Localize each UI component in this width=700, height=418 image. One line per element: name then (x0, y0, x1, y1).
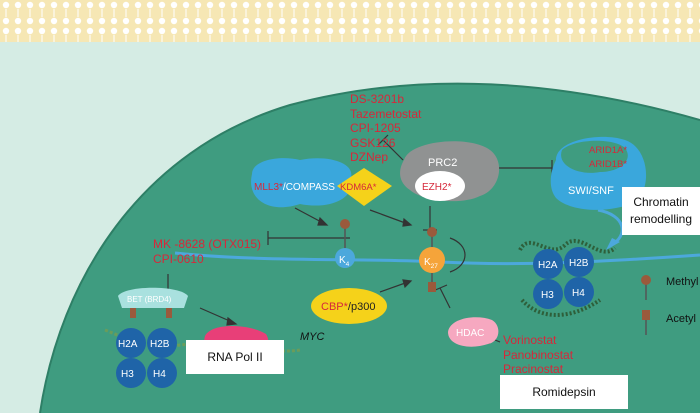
legend-acetyl-icon (642, 310, 650, 320)
drug-item: Panobinostat (503, 347, 574, 362)
bet-acetyl-mark-1 (130, 308, 136, 318)
mll3-compass-complex (251, 158, 352, 208)
arid-subunits (561, 140, 628, 173)
svg-text:H3: H3 (541, 290, 554, 301)
k4-label: K4 (339, 255, 350, 268)
kdm6a-label: KDM6A* (340, 182, 377, 193)
hdac-complex (448, 317, 499, 347)
nuclear-envelope (39, 82, 700, 414)
cbp-p300-label: CBP*/p300 (321, 301, 375, 313)
drug-item: DZNep (350, 150, 389, 165)
svg-text:H2B: H2B (569, 258, 589, 269)
k4-residue (335, 248, 355, 268)
bet-acetyl-mark-2 (166, 308, 172, 318)
bet-brd4-label: BET (BRD4) (127, 295, 172, 304)
arid1a-label: ARID1A* (589, 145, 627, 156)
swi-snf-label: SWI/SNF (568, 185, 614, 197)
k27-methyl-mark (427, 227, 437, 237)
svg-text:H4: H4 (153, 369, 166, 380)
drug-item: DS-3201b (350, 92, 405, 106)
activation-arrows (199, 207, 413, 326)
chromatin-remodelling-box: Chromatin remodelling (622, 187, 700, 235)
ezh2-ellipse (415, 171, 465, 201)
svg-text:H4: H4 (572, 288, 585, 299)
legend-methyl-label: Methyl (666, 276, 699, 288)
drug-item: Pracinostat (503, 362, 564, 377)
bet-inhibitors: MK -8628 (OTX015) CPI-0610 (153, 237, 261, 266)
prc2-inhibitors: DS-3201b Tazemetostat CPI-1205 GSK126 DZ… (350, 92, 421, 165)
nucleosome-right: H2A H2B H3 H4 (518, 238, 617, 317)
k27-label: K27 (424, 257, 438, 270)
drug-item: MK -8628 (OTX015) (153, 237, 262, 251)
hdac-inhibitors: Vorinostat Panobinostat Pracinostat (503, 333, 573, 377)
arid1b-label: ARID1B* (589, 159, 627, 170)
bet-brd4 (118, 287, 188, 308)
rna-pol-ii-box: RNA Pol II (186, 340, 284, 374)
nucleosome-left: H2A H2B H3 H4 (116, 328, 177, 388)
romidepsin-box: Romidepsin (500, 375, 628, 409)
k27-residue (419, 247, 445, 273)
remodelling-arrowhead (606, 238, 620, 250)
cell-membrane (0, 0, 700, 42)
hdac-label: HDAC (456, 328, 484, 339)
svg-text:H2B: H2B (150, 339, 170, 350)
cbp-p300-complex (311, 288, 387, 324)
ezh2-label: EZH2* (422, 182, 452, 193)
drug-item: Vorinostat (503, 333, 557, 347)
kdm6a-diamond (337, 168, 392, 206)
drug-item: GSK126 (350, 135, 396, 150)
k4-methyl-mark (340, 219, 350, 229)
svg-text:H2A: H2A (538, 260, 558, 271)
legend-methyl-icon (641, 275, 651, 285)
drug-item: CPI-1205 (350, 121, 401, 136)
drug-item: Tazemetostat (350, 106, 422, 121)
myc-label: MYC (300, 331, 325, 343)
svg-text:H2A: H2A (118, 339, 138, 350)
svg-text:H3: H3 (121, 369, 134, 380)
mll3-label: MLL3*/COMPASS (254, 182, 335, 193)
drug-item: CPI-0610 (153, 251, 204, 266)
k27-acetyl-mark (428, 282, 436, 292)
legend-acetyl-label: Acetyl (666, 313, 696, 325)
prc2-label: PRC2 (428, 157, 457, 169)
nucleus (40, 83, 700, 413)
